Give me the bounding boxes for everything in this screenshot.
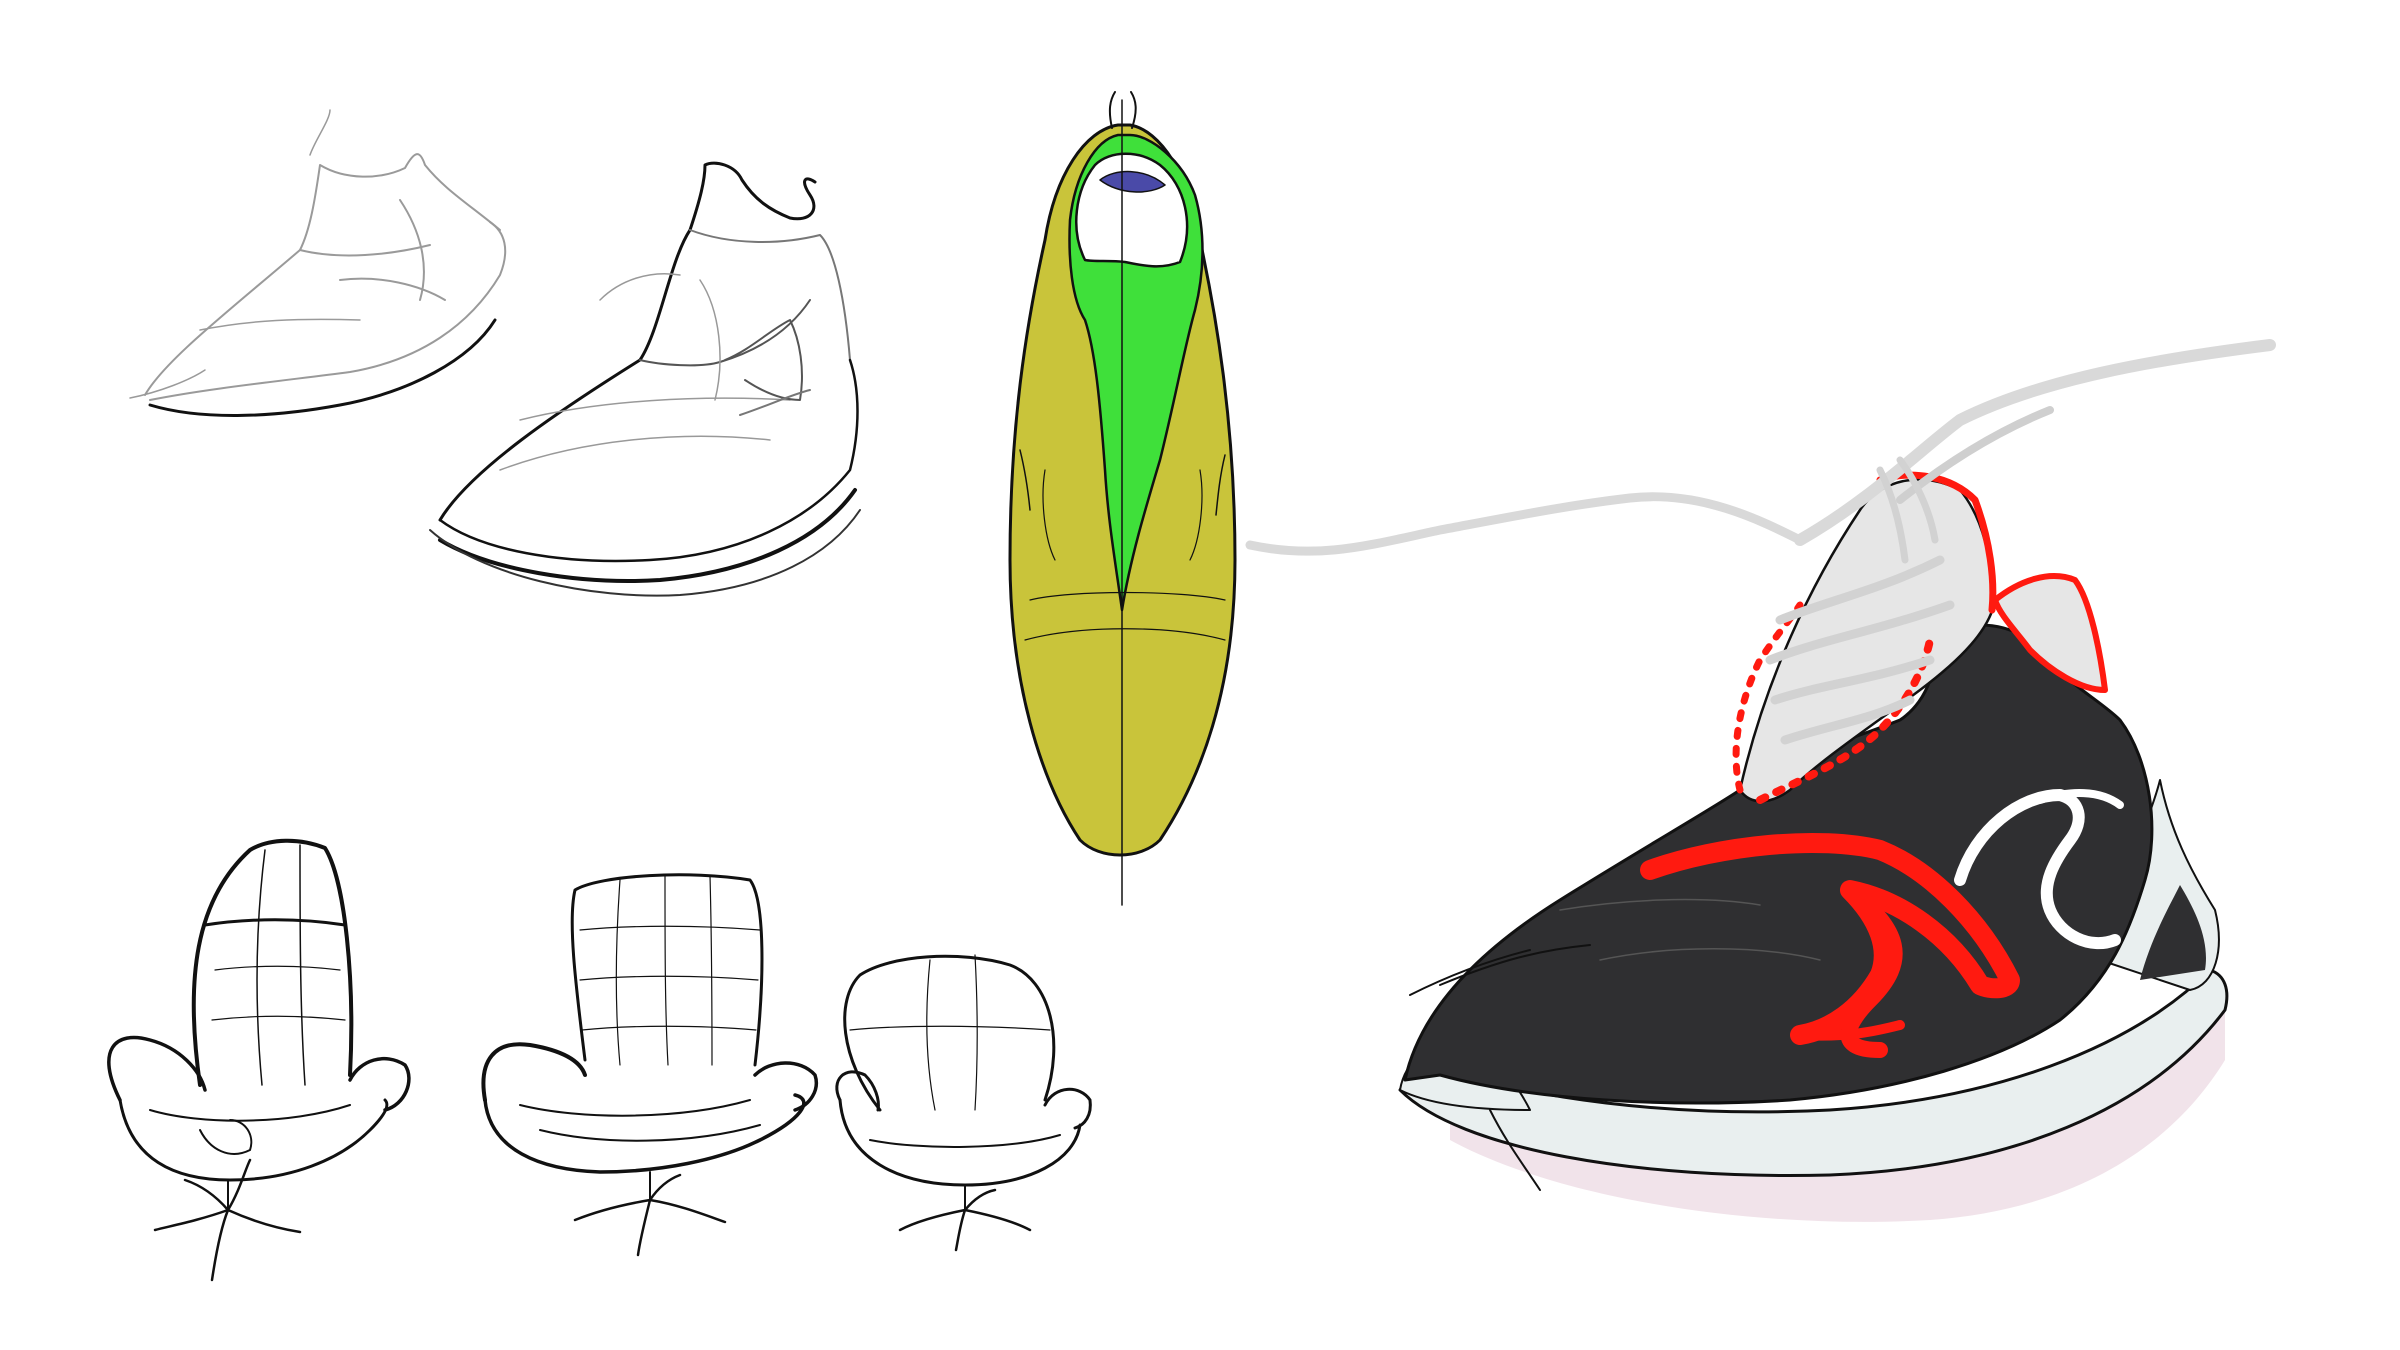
- rendered-sneaker: [1245, 339, 2276, 1222]
- shoe-top-view: [1008, 91, 1237, 906]
- sneaker-outline-small: [129, 109, 507, 417]
- chair-sketch-1: [107, 838, 411, 1282]
- sneaker-outline-large: [429, 161, 861, 597]
- chair-sketch-3: [835, 954, 1092, 1252]
- chair-sketch-2: [481, 873, 818, 1257]
